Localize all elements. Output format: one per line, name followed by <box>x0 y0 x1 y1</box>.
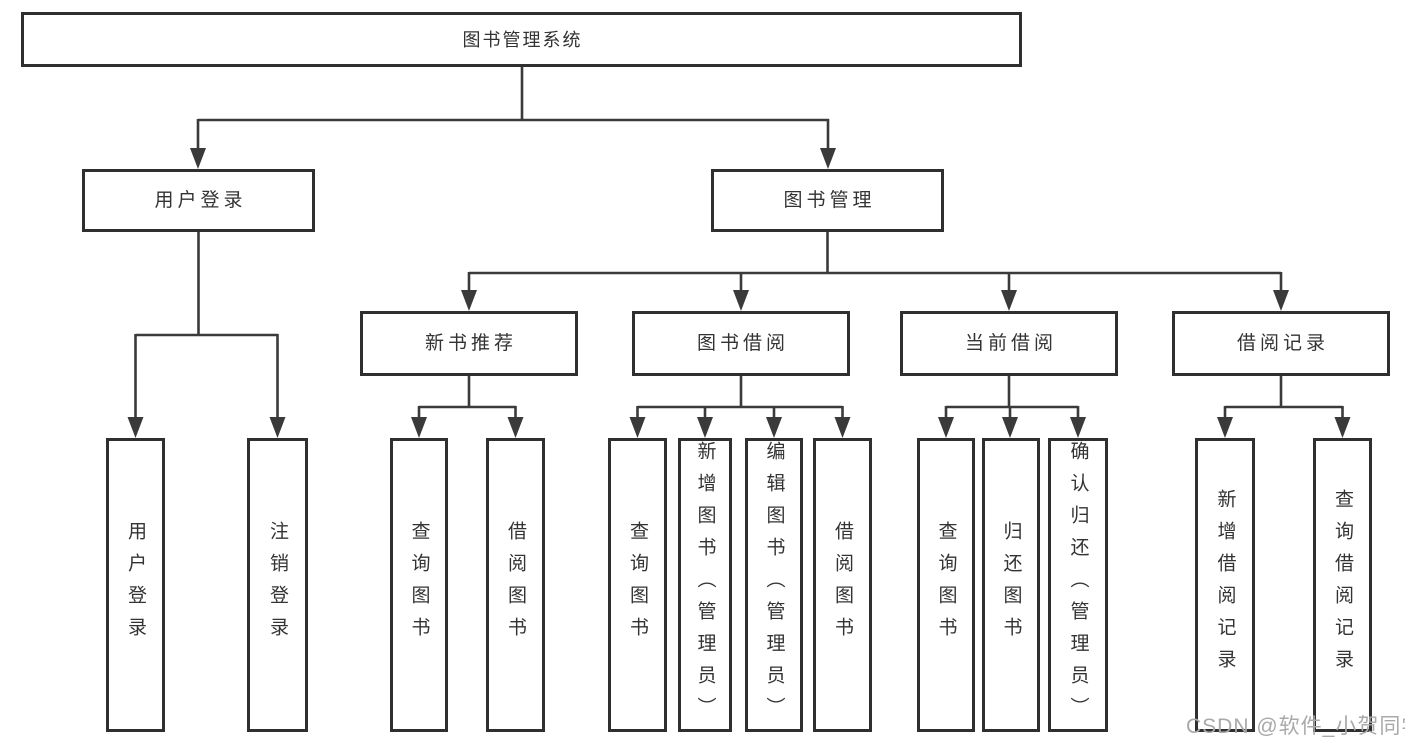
leaf-user-login: 用户登录 <box>106 438 165 732</box>
node-label: 图书管理 <box>783 190 876 211</box>
node-new-book-recommendation: 新书推荐 <box>360 311 578 376</box>
leaf-query-books-current: 查询图书 <box>917 438 975 732</box>
node-label: 新增借阅记录 <box>1214 489 1236 681</box>
node-label: 确认归还（管理员） <box>1067 441 1089 729</box>
leaf-return-books: 归还图书 <box>982 438 1040 732</box>
node-label: 图书借阅 <box>696 333 789 354</box>
node-label: 注销登录 <box>267 521 288 649</box>
node-label: 借阅图书 <box>832 521 853 649</box>
node-library-management-system: 图书管理系统 <box>21 12 1022 67</box>
leaf-add-borrow-record: 新增借阅记录 <box>1195 438 1255 732</box>
leaf-query-borrow-record: 查询借阅记录 <box>1313 438 1372 732</box>
leaf-add-book-admin: 新增图书（管理员） <box>678 438 732 732</box>
leaf-logout: 注销登录 <box>247 438 308 732</box>
leaf-borrow-books-recommend: 借阅图书 <box>486 438 545 732</box>
node-label: 用户登录 <box>125 521 146 649</box>
leaf-confirm-return-admin: 确认归还（管理员） <box>1048 438 1108 732</box>
node-label: 归还图书 <box>1000 521 1022 649</box>
node-label: 查询图书 <box>408 521 430 649</box>
node-label: 用户登录 <box>154 190 247 211</box>
leaf-borrow-books-borrowing: 借阅图书 <box>813 438 872 732</box>
node-current-borrowing: 当前借阅 <box>900 311 1118 376</box>
node-label: 查询借阅记录 <box>1332 489 1353 681</box>
node-label: 查询图书 <box>935 521 957 649</box>
node-label: 查询图书 <box>627 521 648 649</box>
node-label: 图书管理系统 <box>462 29 583 50</box>
node-label: 编辑图书（管理员） <box>763 441 785 729</box>
leaf-edit-book-admin: 编辑图书（管理员） <box>745 438 803 732</box>
node-label: 新增图书（管理员） <box>694 441 716 729</box>
node-book-management: 图书管理 <box>711 169 944 232</box>
leaf-query-books-recommend: 查询图书 <box>390 438 448 732</box>
node-label: 新书推荐 <box>424 333 517 354</box>
node-label: 借阅记录 <box>1236 333 1329 354</box>
node-label: 借阅图书 <box>505 521 526 649</box>
node-user-login-group: 用户登录 <box>82 169 315 232</box>
node-borrowing-records: 借阅记录 <box>1172 311 1390 376</box>
node-book-borrowing: 图书借阅 <box>632 311 850 376</box>
leaf-query-books-borrowing: 查询图书 <box>608 438 667 732</box>
csdn-watermark: CSDN @软件_小贺同学 <box>1186 715 1405 738</box>
node-label: 当前借阅 <box>964 333 1057 354</box>
